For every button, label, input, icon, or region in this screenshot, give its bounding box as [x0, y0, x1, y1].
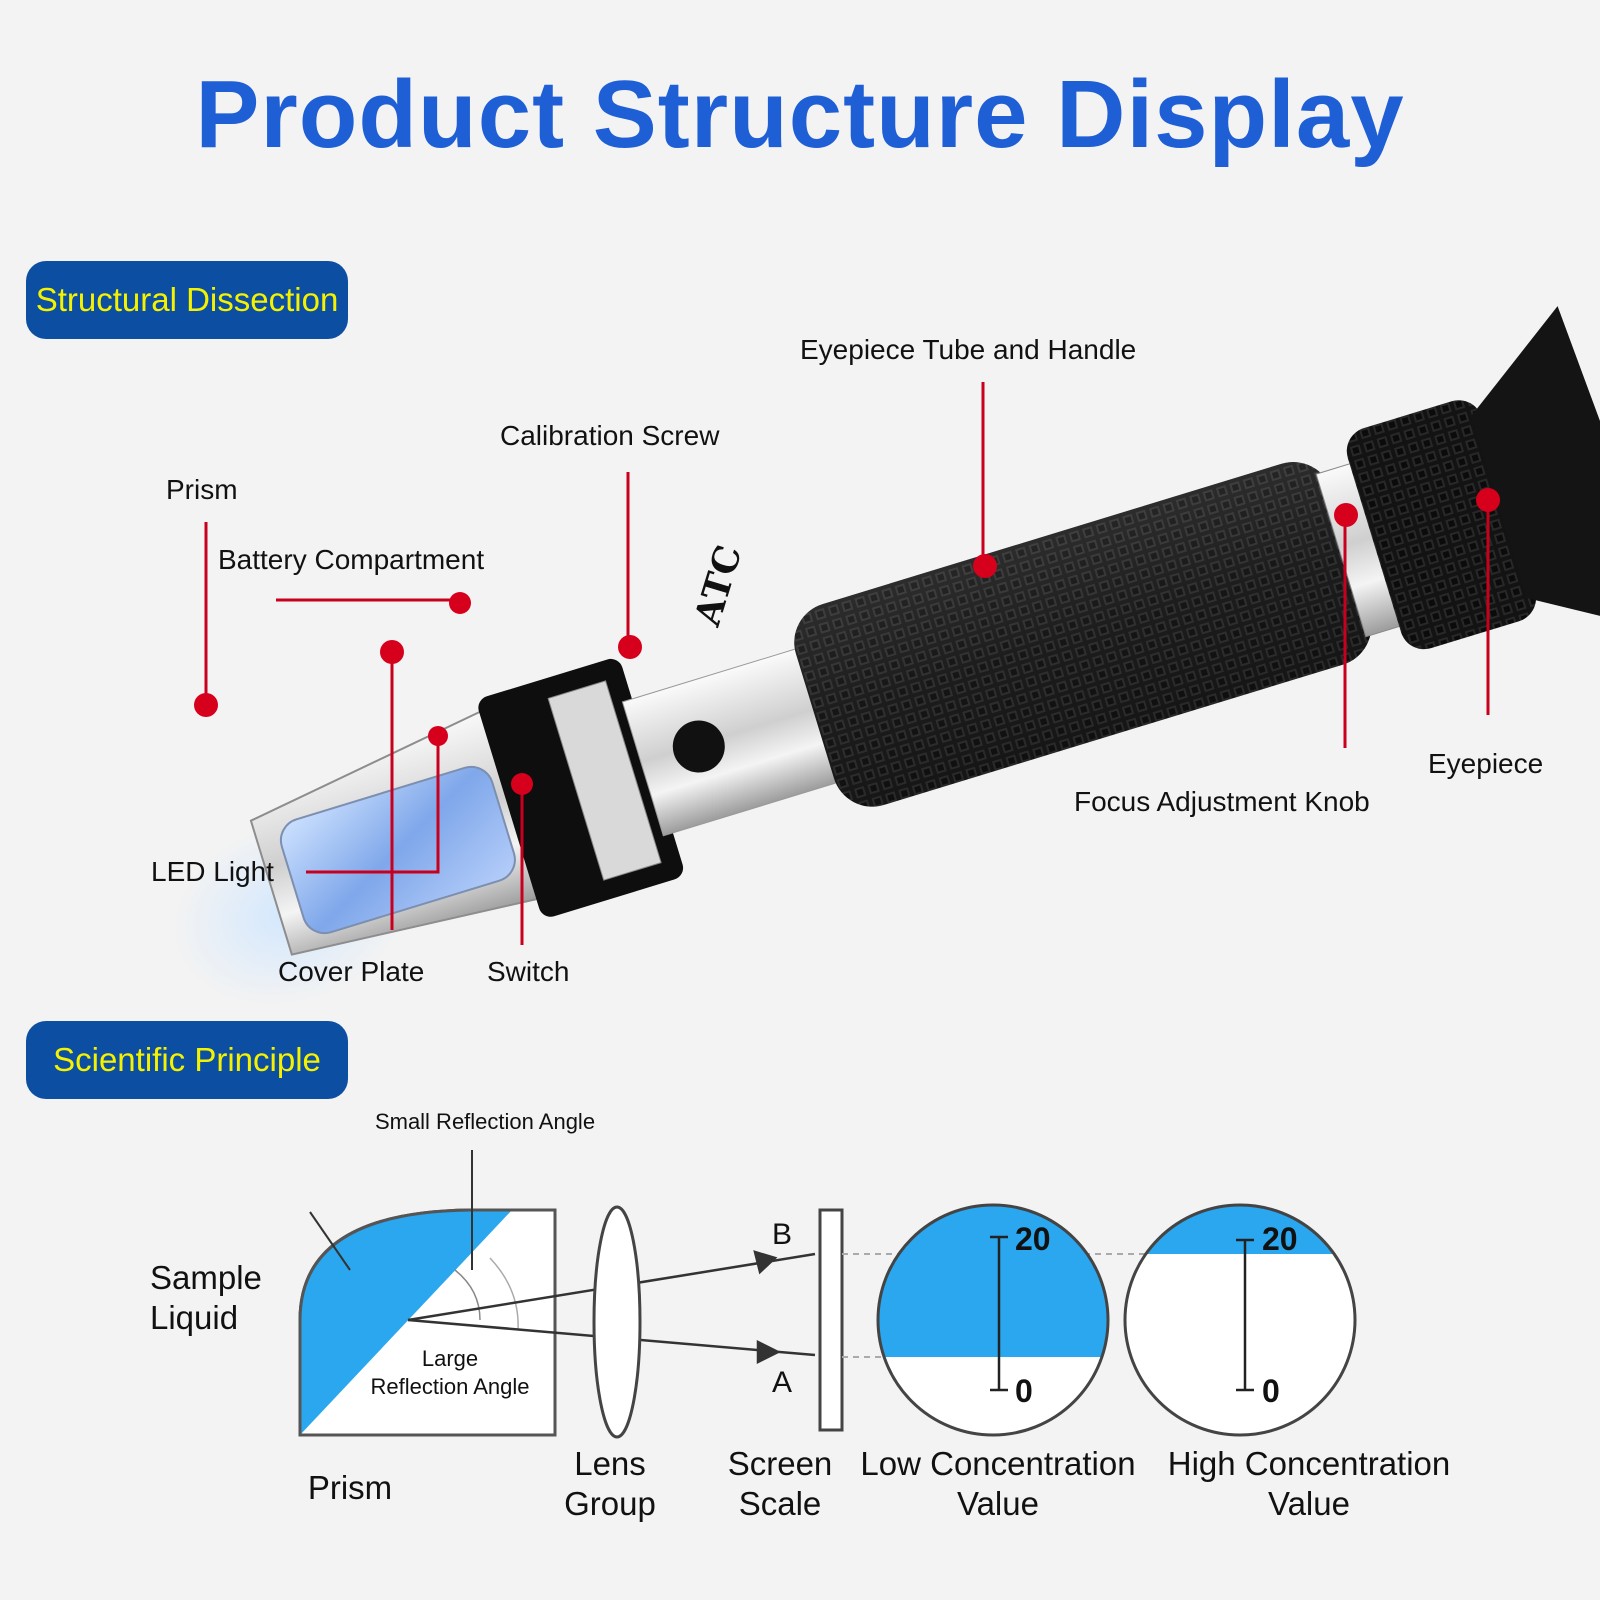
- label-cover-plate: Cover Plate: [278, 956, 425, 987]
- eyepiece-tube-dot: [973, 554, 997, 578]
- section-badge-structural: Structural Dissection: [26, 261, 348, 339]
- screen-scale-line-2: Scale: [738, 1485, 822, 1522]
- label-high-concentration: High Concentration Value: [1164, 1444, 1454, 1524]
- label-large-angle: Large Reflection Angle: [350, 1345, 550, 1401]
- lens-group-line-2: Group: [564, 1485, 656, 1522]
- calibration-screw-cap: [672, 720, 725, 773]
- sample-liquid-fill: [300, 1210, 512, 1435]
- led-dot: [428, 726, 448, 746]
- prism-dot: [194, 693, 218, 717]
- eyepiece-dot: [1476, 488, 1500, 512]
- focus-dot: [1334, 503, 1358, 527]
- label-eyepiece: Eyepiece: [1428, 748, 1544, 779]
- section-badge-scientific: Scientific Principle: [26, 1021, 348, 1099]
- label-prism: Prism: [166, 474, 238, 505]
- large-angle-line-2: Reflection Angle: [370, 1374, 530, 1399]
- callout-lines: [204, 382, 1490, 945]
- callout-dots: [194, 488, 1500, 795]
- label-lens-group: Lens Group: [540, 1444, 680, 1524]
- calibration-dot: [618, 635, 642, 659]
- eyepiece-cup: [1470, 306, 1600, 636]
- low-concentration-line-2: Value: [957, 1485, 1039, 1522]
- ray-b-label: B: [772, 1218, 792, 1251]
- ray-a-label: A: [772, 1366, 792, 1399]
- screen-shape: [818, 1208, 844, 1432]
- label-small-angle: Small Reflection Angle: [374, 1109, 596, 1134]
- large-angle-line-1: Large: [421, 1346, 479, 1371]
- prism-window: [279, 765, 516, 935]
- label-eyepiece-tube: Eyepiece Tube and Handle: [800, 334, 1137, 365]
- sample-liquid-line-2: Liquid: [150, 1299, 239, 1336]
- cover-dot: [380, 640, 404, 664]
- label-switch: Switch: [487, 956, 570, 987]
- screen-scale-line-1: Screen: [727, 1445, 833, 1482]
- low-concentration-line-1: Low Concentration: [860, 1445, 1136, 1482]
- high-concentration-view: [1123, 1203, 1357, 1437]
- sample-liquid-line-1: Sample: [150, 1259, 262, 1296]
- lens-group-line-1: Lens: [574, 1445, 646, 1482]
- label-led-light: LED Light: [151, 856, 274, 887]
- battery-dot: [449, 592, 471, 614]
- label-calibration-screw: Calibration Screw: [500, 420, 720, 451]
- high-scale-top: 20: [1262, 1221, 1298, 1257]
- switch-dot: [511, 773, 533, 795]
- label-screen-scale: Screen Scale: [710, 1444, 850, 1524]
- label-sample-liquid: Sample Liquid: [150, 1258, 262, 1338]
- low-scale-bottom: 0: [1015, 1373, 1033, 1409]
- high-concentration-line-2: Value: [1268, 1485, 1350, 1522]
- low-concentration-view: [876, 1203, 1110, 1437]
- low-scale-top: 20: [1015, 1221, 1051, 1257]
- page-title: Product Structure Display: [195, 61, 1405, 168]
- label-principle-prism: Prism: [307, 1469, 393, 1506]
- high-scale-bottom: 0: [1262, 1373, 1280, 1409]
- label-focus-knob: Focus Adjustment Knob: [1074, 786, 1370, 817]
- cover-plate-hinge: [547, 680, 662, 881]
- high-concentration-line-1: High Concentration: [1167, 1445, 1451, 1482]
- lens-shape: [592, 1205, 642, 1439]
- label-battery-compartment: Battery Compartment: [218, 544, 485, 575]
- label-low-concentration: Low Concentration Value: [858, 1444, 1138, 1524]
